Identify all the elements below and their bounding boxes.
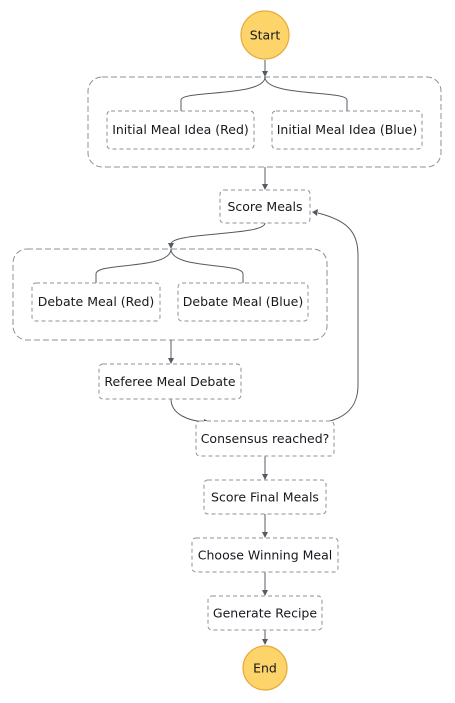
state-choose-winning-meal[interactable]: Choose Winning Meal — [191, 537, 339, 573]
arrowhead — [262, 532, 268, 538]
start-label: Start — [250, 28, 281, 43]
state-label: Score Final Meals — [211, 490, 319, 505]
edge-consensus-loop-back — [317, 212, 359, 422]
state-label: Generate Recipe — [213, 606, 317, 621]
end-label: End — [253, 661, 277, 676]
edge-fanout-blue — [264, 76, 348, 111]
state-score-final-meals[interactable]: Score Final Meals — [203, 479, 327, 515]
edge-fanout-red — [180, 76, 266, 111]
arrowhead — [262, 184, 268, 190]
state-label: Score Meals — [227, 199, 302, 214]
arrowhead — [262, 71, 268, 77]
state-label: Debate Meal (Blue) — [183, 294, 303, 309]
state-label: Initial Meal Idea (Red) — [112, 122, 249, 137]
edge-fanout-debate-blue — [170, 248, 244, 283]
state-label: Debate Meal (Red) — [38, 294, 155, 309]
edge-fanout-debate-red — [95, 248, 172, 283]
arrowhead — [262, 474, 268, 480]
edge-score-to-parallel-2 — [170, 222, 266, 245]
state-initial-meal-idea-blue[interactable]: Initial Meal Idea (Blue) — [271, 110, 423, 150]
start-node[interactable]: Start — [240, 10, 290, 60]
state-label: Referee Meal Debate — [104, 374, 236, 389]
state-debate-meal-blue[interactable]: Debate Meal (Blue) — [177, 282, 309, 322]
end-node[interactable]: End — [242, 645, 288, 691]
state-label: Initial Meal Idea (Blue) — [277, 122, 418, 137]
state-referee-meal-debate[interactable]: Referee Meal Debate — [98, 363, 242, 400]
arrowhead — [262, 639, 268, 645]
edge-referee-to-consensus — [170, 398, 206, 423]
arrowhead — [312, 209, 318, 216]
arrowhead — [262, 590, 268, 596]
state-debate-meal-red[interactable]: Debate Meal (Red) — [31, 282, 161, 322]
state-generate-recipe[interactable]: Generate Recipe — [207, 595, 323, 631]
state-initial-meal-idea-red[interactable]: Initial Meal Idea (Red) — [106, 110, 255, 150]
arrowhead — [168, 358, 174, 364]
state-score-meals[interactable]: Score Meals — [219, 189, 311, 224]
state-consensus-reached[interactable]: Consensus reached? — [195, 420, 335, 457]
arrowhead — [168, 243, 174, 249]
state-label: Choose Winning Meal — [198, 548, 332, 563]
state-label: Consensus reached? — [201, 431, 330, 446]
